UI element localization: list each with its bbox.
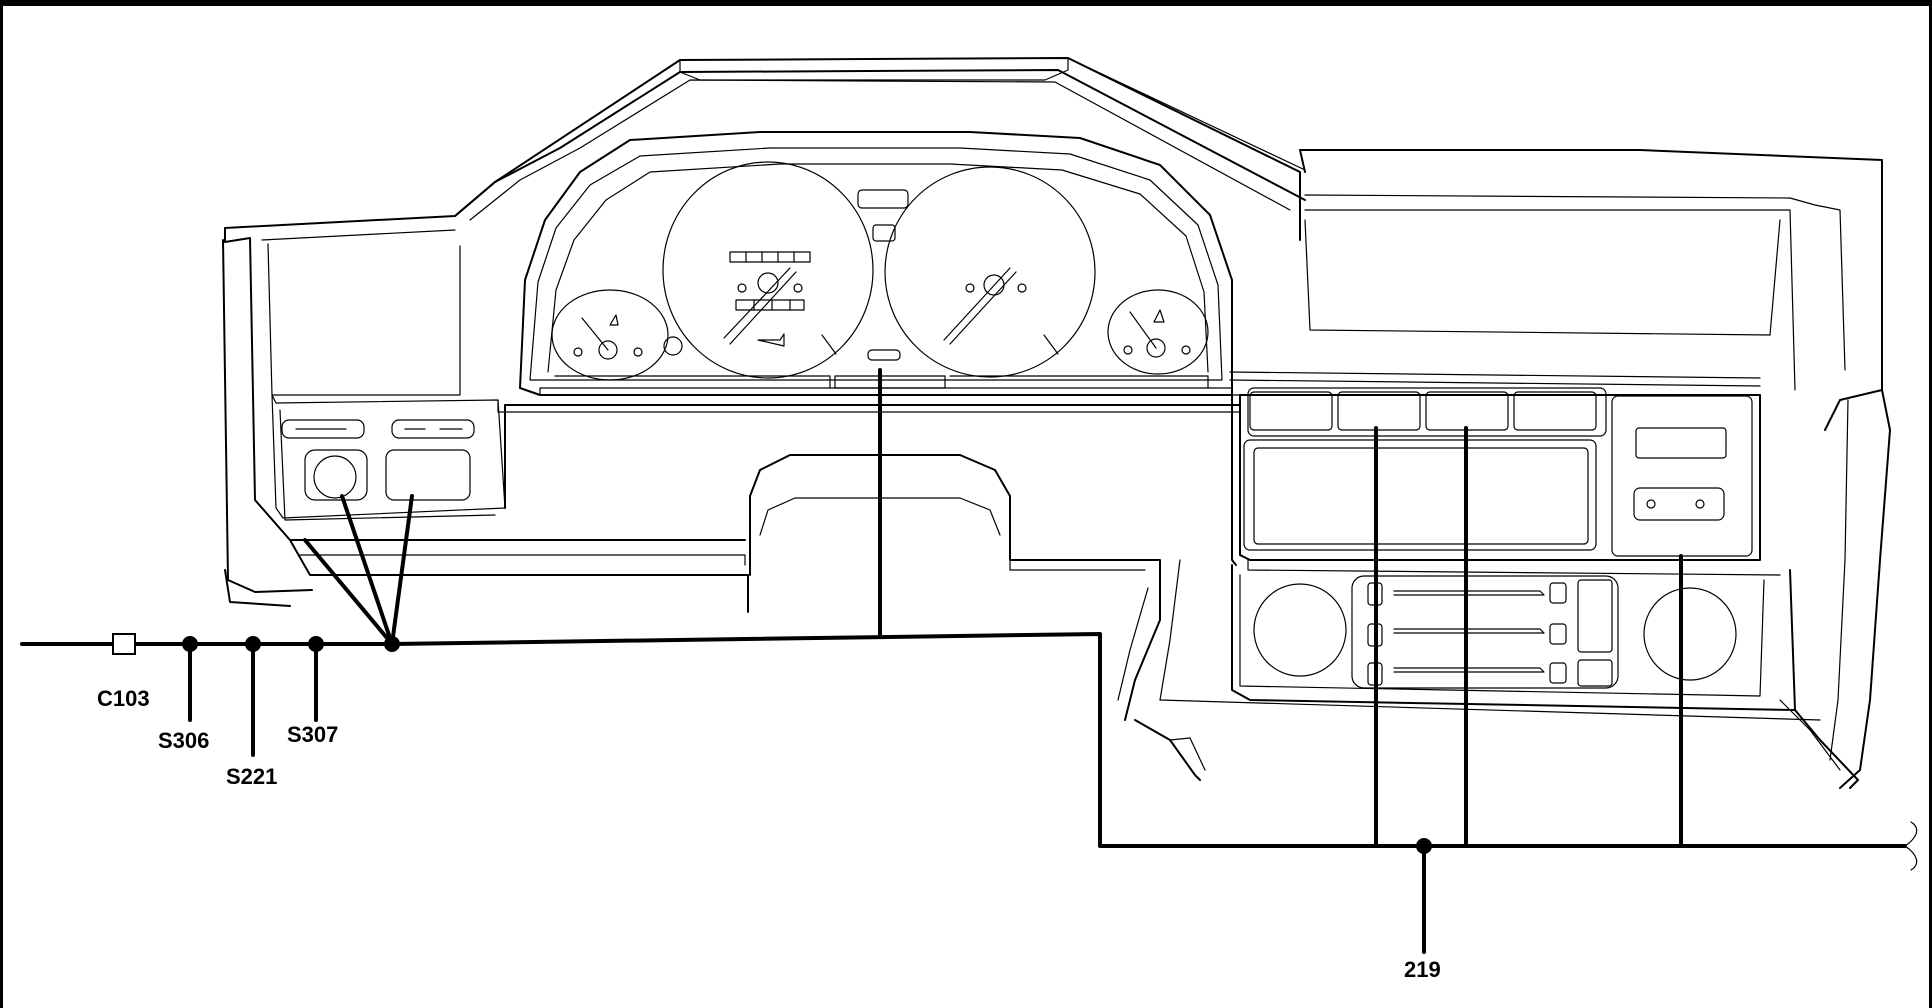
top-border <box>0 0 1932 6</box>
dashboard-outline <box>222 57 1891 789</box>
label-s306: S306 <box>158 728 209 753</box>
main-harness-wire <box>20 632 1907 848</box>
splice-dot-s306 <box>182 636 198 652</box>
wiring-harness <box>20 368 1918 954</box>
callout-labels: C103 S306 S221 S307 219 <box>97 686 1441 982</box>
splice-dot-main <box>384 636 400 652</box>
label-s221: S221 <box>226 764 277 789</box>
label-c103: C103 <box>97 686 150 711</box>
splice-dot-s307 <box>308 636 324 652</box>
connector-c103 <box>112 633 136 655</box>
branch-left-switch-3 <box>390 494 414 646</box>
branch-left-switch-2 <box>340 494 394 646</box>
splice-dot-s221 <box>245 636 261 652</box>
label-ground-219: 219 <box>1404 957 1441 982</box>
branch-left-switch-1 <box>303 538 394 646</box>
label-s307: S307 <box>287 722 338 747</box>
splice-dot-ground <box>1416 838 1432 854</box>
